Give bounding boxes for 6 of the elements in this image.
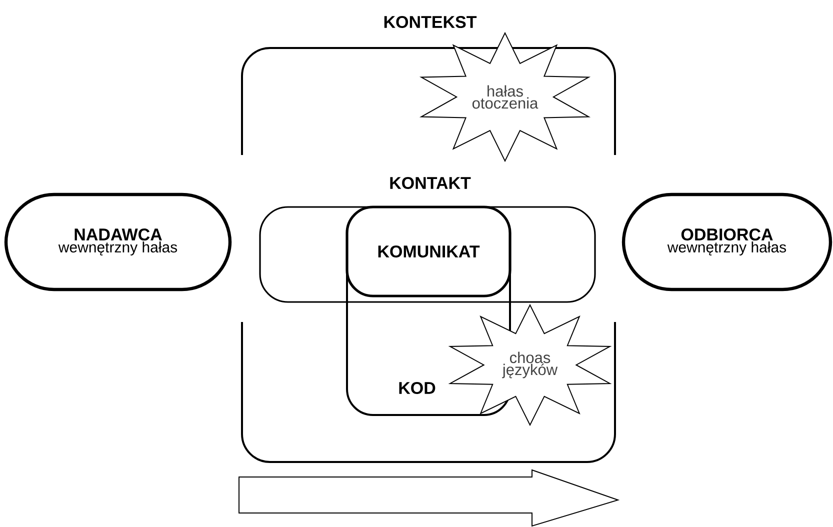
stadium-box: NADAWCA wewnętrzny hałas xyxy=(4,192,232,292)
stadium-box: ODBIORCA wewnętrzny hałas xyxy=(622,192,832,292)
rounded-box: KOMUNIKAT xyxy=(346,206,512,298)
frame-heading: KONTEKST xyxy=(384,16,477,28)
box-label: KOD xyxy=(399,382,436,394)
band-heading: KONTAKT xyxy=(390,176,471,190)
